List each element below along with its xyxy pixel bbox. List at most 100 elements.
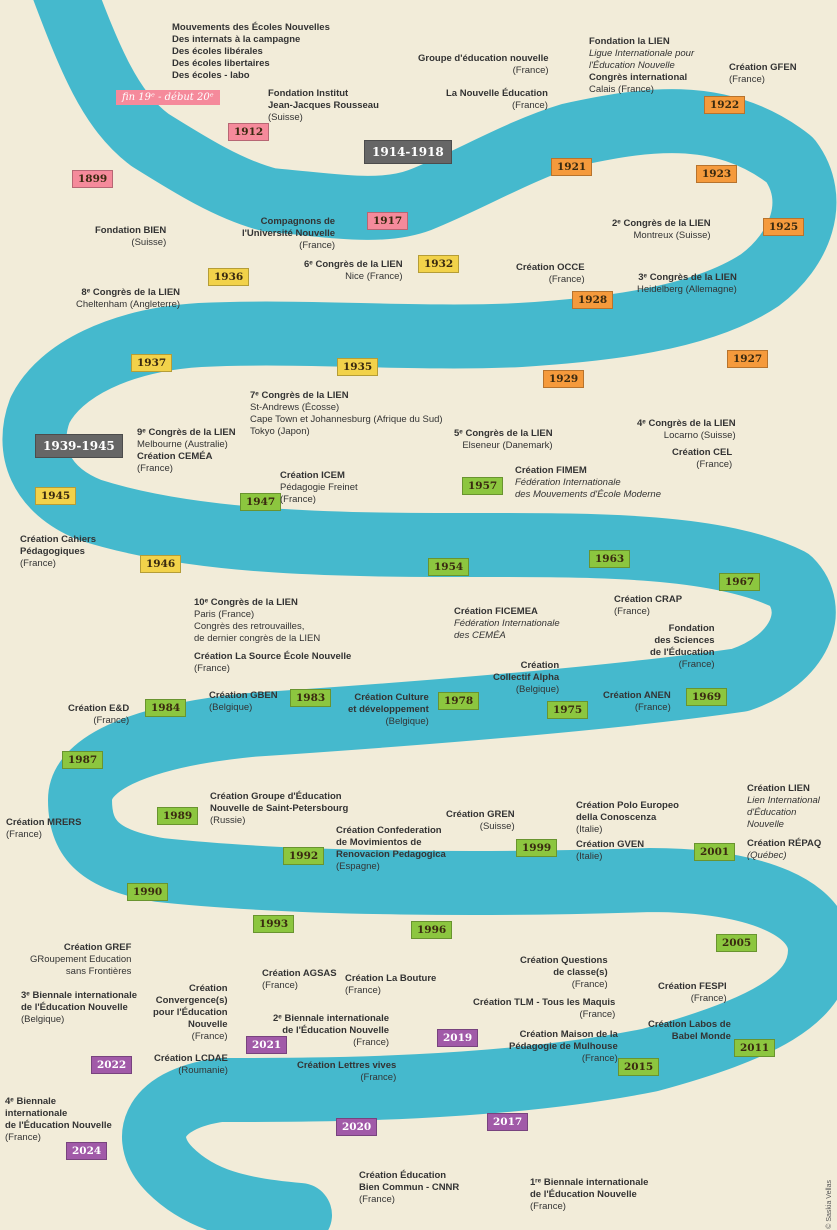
event-line: (France) [93, 715, 130, 726]
event-creation-anen: Création ANEN(France) [603, 690, 671, 714]
event-creation-occe: Création OCCE(France) [516, 262, 585, 286]
event-creation-fespi: Création FESPI(France) [658, 981, 727, 1005]
event-line: (Roumanie) [178, 1065, 228, 1076]
event-line: Fédération Internationale [515, 477, 621, 488]
event-line: de classe(s) [553, 967, 608, 978]
event-line: (France) [191, 1031, 228, 1042]
event-line: Cape Town et Johannesburg (Afrique du Su… [250, 414, 443, 425]
event-nouvelle-education: La Nouvelle Éducation(France) [446, 88, 548, 112]
year-flag-1963: 1963 [589, 550, 631, 568]
year-flag-2020: 2020 [336, 1118, 378, 1136]
event-line: Des écoles libertaires [172, 58, 270, 69]
event-line: Elseneur (Danemark) [462, 440, 553, 451]
event-creation-repaq: Création RÉPAQ(Québec) [747, 838, 821, 862]
event-creation-crap: Création CRAP(France) [614, 594, 682, 618]
event-line: (Suisse) [131, 237, 167, 248]
event-line: Création CRAP [614, 594, 683, 605]
event-line: Création Cahiers [20, 534, 97, 545]
event-line: della Conoscenza [576, 812, 657, 823]
event-line: (France) [6, 829, 42, 840]
event-line: l'Éducation Nouvelle [589, 60, 675, 71]
event-line: Création Éducation [359, 1170, 447, 1181]
event-line: Congrès des retrouvailles, [194, 621, 305, 632]
year-flag-1927: 1927 [727, 350, 769, 368]
year-flag-2001: 2001 [694, 843, 736, 861]
event-line: Création Confederation [336, 825, 442, 836]
event-line: La Nouvelle Éducation [446, 88, 548, 99]
year-flag-1947: 1947 [240, 493, 282, 511]
event-line: (France) [262, 980, 298, 991]
event-line: Pédagogie Freinet [280, 482, 358, 493]
event-line: des Sciences [654, 635, 715, 646]
event-line: 10ᵉ Congrès de la LIEN [194, 597, 298, 608]
event-line: Tokyo (Japon) [250, 426, 310, 437]
event-line: (France) [581, 1053, 618, 1064]
year-flag-2022: 2022 [91, 1056, 133, 1074]
event-line: l'Université Nouvelle [242, 228, 336, 239]
event-line: (Suisse) [479, 821, 515, 832]
event-line: (France) [20, 558, 56, 569]
year-flag-1939-1945: 1939-1945 [35, 434, 123, 458]
event-line: Pédagogie de Mulhouse [509, 1041, 618, 1052]
year-flag-1935: 1935 [337, 358, 379, 376]
event-creation-lcdae: Création LCDAE(Roumanie) [154, 1053, 228, 1077]
year-flag-1932: 1932 [418, 255, 460, 273]
event-line: (France) [530, 1201, 566, 1212]
event-line: (France) [696, 459, 733, 470]
event-line: 4ᵉ Biennale [5, 1096, 57, 1107]
event-line: (France) [137, 463, 173, 474]
event-line: (Québec) [747, 850, 787, 861]
year-flag-1957: 1957 [462, 477, 504, 495]
event-fondation-bien: Fondation BIEN(Suisse) [95, 225, 166, 249]
event-line: Renovacion Pedagogica [336, 849, 446, 860]
event-line: Création RÉPAQ [747, 838, 822, 849]
event-creation-agsas: Création AGSAS(France) [262, 968, 337, 992]
event-line: Création Polo Europeo [576, 800, 679, 811]
event-line: Création GREN [446, 809, 515, 820]
event-line: Montreux (Suisse) [633, 230, 711, 241]
event-line: (France) [678, 659, 715, 670]
year-flag-2015: 2015 [618, 1058, 660, 1076]
event-line: Création Groupe d'Éducation [210, 791, 342, 802]
credit: © Saskia Vellas [826, 1180, 833, 1229]
event-line: Création Labos de [648, 1019, 731, 1030]
event-creation-gben: Création GBEN(Belgique) [209, 690, 278, 714]
event-line: GRoupement Education [30, 954, 132, 965]
event-line: 5ᵉ Congrès de la LIEN [454, 428, 553, 439]
event-line: (France) [614, 606, 650, 617]
event-creation-gren: Création GREN(Suisse) [446, 809, 515, 833]
event-line: 3ᵉ Biennale internationale [21, 990, 138, 1001]
event-line: des CEMÉA [454, 630, 506, 641]
event-line: (France) [548, 274, 585, 285]
event-line: Babel Monde [671, 1031, 731, 1042]
event-line: et développement [348, 704, 429, 715]
event-line: Création FESPI [658, 981, 727, 992]
event-line: (France) [634, 702, 671, 713]
year-flag-1929: 1929 [543, 370, 585, 388]
event-line: Heidelberg (Allemagne) [637, 284, 737, 295]
event-line: Bien Commun - CNNR [359, 1182, 460, 1193]
event-line: Collectif Alpha [493, 672, 560, 683]
event-line: Création FICEMEA [454, 606, 538, 617]
event-line: (France) [571, 979, 608, 990]
event-line: de l'Éducation Nouvelle [5, 1120, 112, 1131]
event-line: Création La Bouture [345, 973, 437, 984]
event-line: Création MRERS [6, 817, 82, 828]
event-line: (Belgique) [385, 716, 429, 727]
event-line: (France) [360, 1072, 397, 1083]
event-line: Création Questions [520, 955, 608, 966]
event-line: 2ᵉ Congrès de la LIEN [612, 218, 711, 229]
